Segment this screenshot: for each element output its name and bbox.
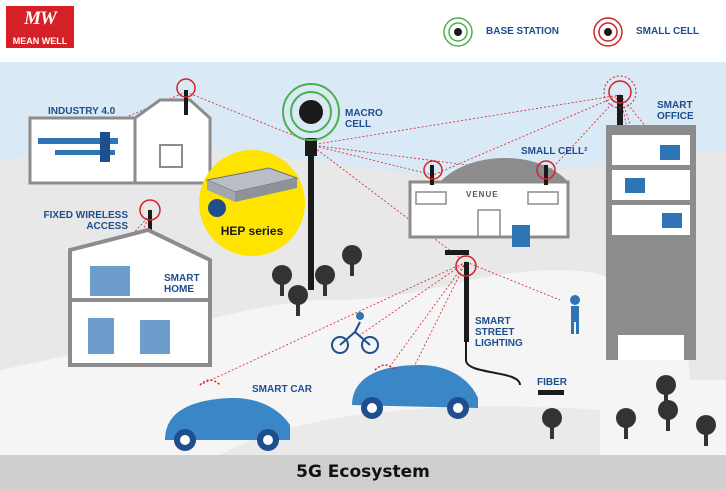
venue-sign: VENUE bbox=[466, 190, 499, 199]
label-smart-home-1: SMART bbox=[164, 273, 200, 284]
person-icon bbox=[570, 295, 580, 334]
label-smart-car: SMART CAR bbox=[252, 384, 312, 395]
label-macro-cell-2: CELL bbox=[345, 119, 372, 130]
footer-bar bbox=[0, 455, 726, 489]
smart-office-building bbox=[603, 75, 696, 360]
label-fixed-wireless-1: FIXED WIRELESS bbox=[43, 210, 128, 221]
label-smart-office-1: SMART bbox=[657, 100, 693, 111]
label-macro-cell-1: MACRO bbox=[345, 108, 383, 119]
small-cell-tower-industry bbox=[176, 78, 196, 115]
venue-building bbox=[408, 158, 570, 247]
footer-title: 5G Ecosystem bbox=[296, 462, 430, 482]
legend-base-station: BASE STATION bbox=[486, 26, 559, 37]
label-industry: INDUSTRY 4.0 bbox=[48, 106, 116, 117]
street-light bbox=[445, 250, 564, 395]
macro-cell-tower bbox=[282, 83, 340, 290]
label-fixed-wireless-2: ACCESS bbox=[86, 221, 128, 232]
label-fiber: FIBER bbox=[537, 377, 567, 388]
bicycle-icon bbox=[331, 312, 379, 354]
logo-mark: MW bbox=[24, 8, 57, 29]
label-smart-street-2: STREET bbox=[475, 327, 515, 338]
road-inner bbox=[220, 406, 600, 455]
small-cell-fixed-wireless bbox=[139, 199, 161, 240]
label-smart-street-1: SMART bbox=[475, 316, 511, 327]
base-station-icon bbox=[443, 17, 473, 47]
smart-home-house bbox=[68, 227, 212, 367]
hep-series-highlight: HEP series bbox=[199, 150, 305, 256]
logo-text: MEAN WELL bbox=[12, 36, 68, 46]
tree-icon bbox=[272, 245, 716, 446]
power-supply-icon bbox=[205, 167, 299, 217]
label-smart-office-2: OFFICE bbox=[657, 111, 694, 122]
hep-series-label: HEP series bbox=[220, 224, 284, 238]
small-cell-icon bbox=[593, 17, 623, 47]
car-icon bbox=[165, 379, 290, 451]
label-smart-street-3: LIGHTING bbox=[475, 338, 523, 349]
label-smart-home-2: HOME bbox=[164, 284, 194, 295]
car-icon-2 bbox=[352, 364, 478, 419]
label-small-cell-venue: SMALL CELL² bbox=[521, 146, 588, 157]
mean-well-logo: MW MEAN WELL bbox=[6, 6, 74, 48]
factory-building bbox=[28, 98, 212, 185]
legend-small-cell: SMALL CELL bbox=[636, 26, 700, 37]
